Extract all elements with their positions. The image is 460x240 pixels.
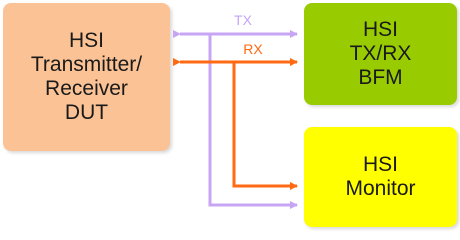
monitor-block: HSI Monitor <box>304 127 457 227</box>
rx-branch-to-monitor <box>232 62 298 190</box>
dut-block: HSI Transmitter/ Receiver DUT <box>3 3 170 151</box>
tx-label: TX <box>234 12 253 28</box>
tx-branch-to-monitor <box>208 34 298 209</box>
dut-label: HSI Transmitter/ Receiver DUT <box>30 29 143 124</box>
connection-diagram: TX RX <box>173 12 298 209</box>
rx-label: RX <box>243 41 263 57</box>
bfm-block: HSI TX/RX BFM <box>304 3 457 105</box>
bfm-label: HSI TX/RX BFM <box>349 18 412 89</box>
monitor-label: HSI Monitor <box>345 153 416 200</box>
